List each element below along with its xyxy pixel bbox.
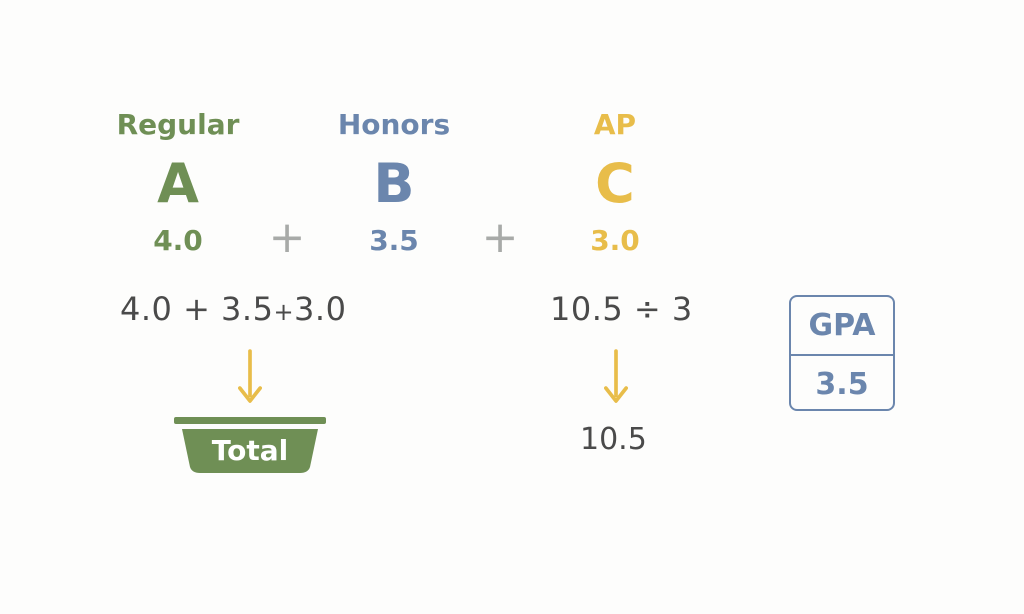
division-formula: 10.5 ÷ 3: [550, 290, 693, 328]
grade-letter-a: A: [157, 152, 199, 215]
sum-term: 4.0: [120, 290, 173, 328]
plus-sign: +: [268, 212, 306, 263]
down-arrow-icon: [238, 349, 262, 403]
sum-operator: +: [273, 298, 295, 326]
grade-points-ap: 3.0: [590, 224, 640, 257]
gpa-box: GPA 3.5: [789, 295, 895, 411]
sum-operator: +: [183, 290, 211, 328]
gpa-value: 3.5: [815, 367, 869, 402]
grade-points-honors: 3.5: [369, 224, 419, 257]
grade-letter-b: B: [373, 152, 415, 215]
sum-term: 3.5: [221, 290, 274, 328]
down-arrow-icon: [604, 349, 628, 403]
division-result: 10.5: [580, 422, 647, 457]
sum-formula: 4.0 + 3.5+3.0: [120, 290, 346, 328]
course-type-regular: Regular: [116, 108, 240, 141]
total-label: Total: [211, 434, 289, 467]
course-type-ap: AP: [593, 108, 637, 141]
grade-letter-c: C: [595, 152, 635, 215]
plus-sign: +: [481, 212, 519, 263]
gpa-label: GPA: [791, 297, 893, 356]
course-type-honors: Honors: [337, 108, 451, 141]
grade-points-regular: 4.0: [153, 224, 203, 257]
basket-icon: [174, 417, 326, 473]
sum-term: 3.0: [294, 290, 347, 328]
